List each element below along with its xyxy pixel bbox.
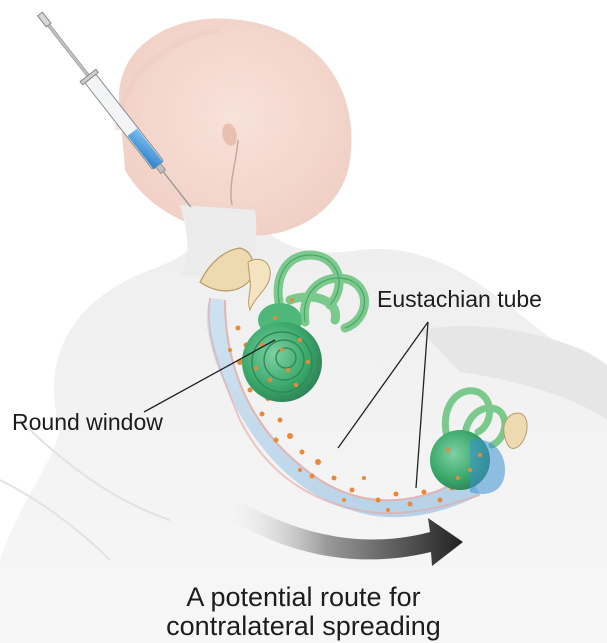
caption: A potential route for contralateral spre… [0, 583, 607, 641]
round-window-label: Round window [12, 411, 163, 434]
caption-line-2: contralateral spreading [0, 612, 607, 641]
caption-line-1: A potential route for [0, 583, 607, 612]
eustachian-tube-label: Eustachian tube [377, 288, 542, 311]
